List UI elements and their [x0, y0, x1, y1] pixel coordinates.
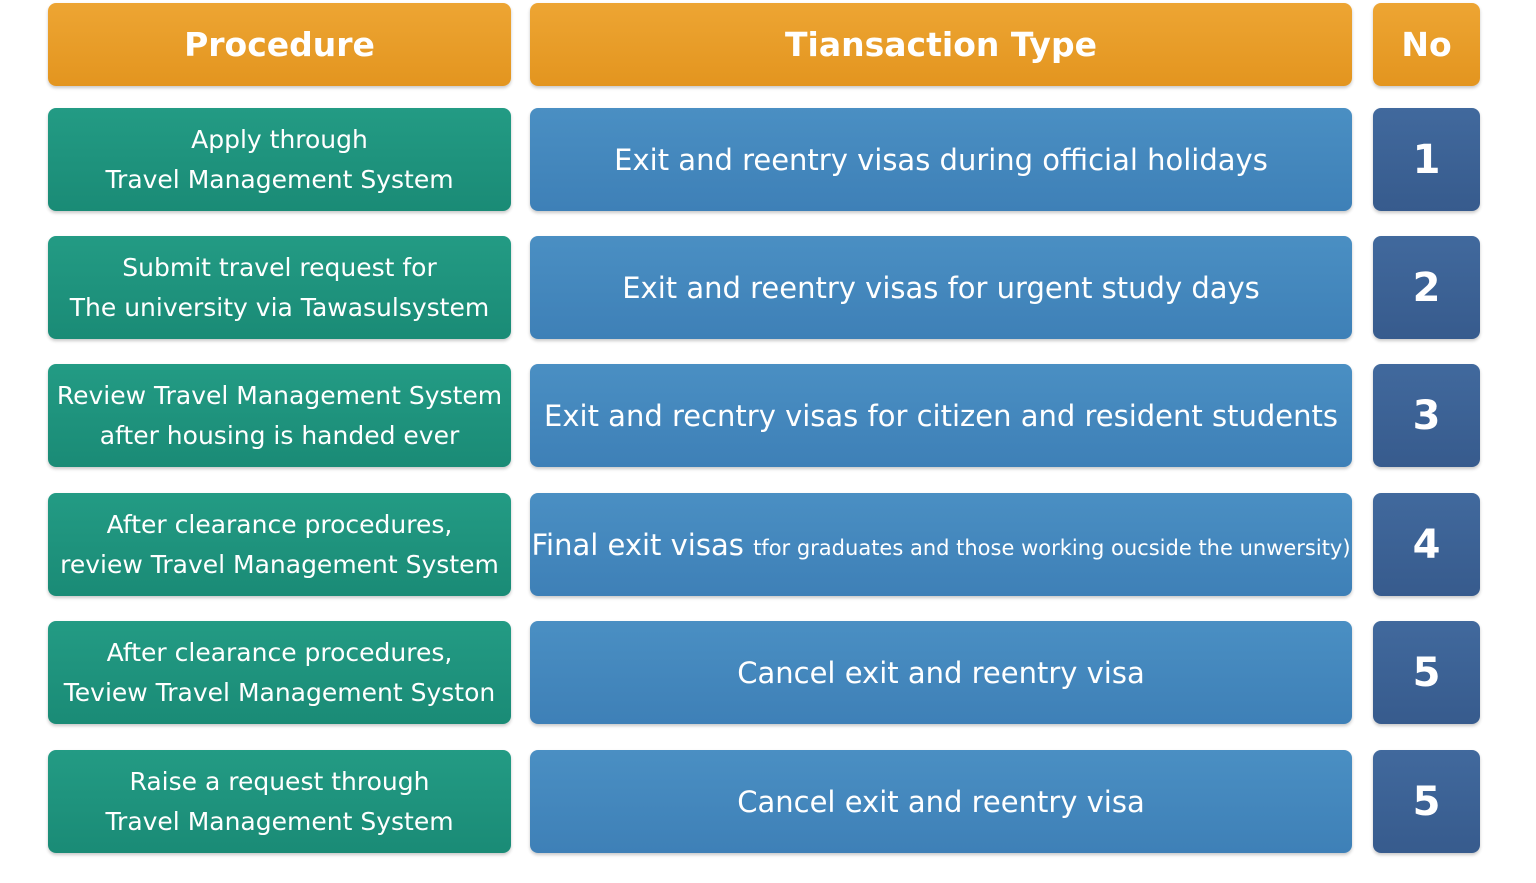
transaction-type-cell-4: Final exit visas tfor graduates and thos…: [530, 493, 1352, 596]
number-cell-2: 2: [1373, 236, 1480, 339]
number-cell-5: 5: [1373, 621, 1480, 724]
number-cell-6: 5: [1373, 750, 1480, 853]
procedure-cell-2: Submit travel request for The university…: [48, 236, 511, 339]
number-cell-1: 1: [1373, 108, 1480, 211]
number-cell-4: 4: [1373, 493, 1480, 596]
transaction-type-header-label: Tiansaction Type: [785, 25, 1097, 64]
procedure-cell-1: Apply through Travel Management System: [48, 108, 511, 211]
transaction-type-cell-3: Exit and recntry visas for citizen and r…: [530, 364, 1352, 467]
transaction-type-main: Final exit visas: [531, 527, 744, 562]
row-number: 2: [1412, 264, 1441, 311]
no-header-label: No: [1401, 25, 1452, 64]
procedure-line: After clearance procedures,: [106, 637, 453, 667]
row-number: 1: [1412, 136, 1441, 183]
transaction-type-text: Cancel exit and reentry visa: [737, 784, 1145, 819]
procedure-line: The university via Tawasulsystem: [69, 292, 490, 322]
procedure-header-label: Procedure: [184, 25, 375, 64]
row-number: 4: [1412, 521, 1441, 568]
procedure-header: Procedure: [48, 3, 511, 86]
row-number: 3: [1412, 392, 1441, 439]
no-header: No: [1373, 3, 1480, 86]
transaction-type-cell-1: Exit and reentry visas during official h…: [530, 108, 1352, 211]
row-number: 5: [1412, 649, 1441, 696]
procedure-line: Raise a request through: [129, 766, 430, 796]
procedure-cell-5: After clearance procedures, Teview Trave…: [48, 621, 511, 724]
transaction-type-text: Final exit visas tfor graduates and thos…: [531, 528, 1350, 562]
transaction-type-cell-5: Cancel exit and reentry visa: [530, 621, 1352, 724]
procedure-cell-4: After clearance procedures, review Trave…: [48, 493, 511, 596]
procedure-line: after housing is handed ever: [99, 420, 460, 450]
procedure-line: Review Travel Management System: [56, 380, 503, 410]
transaction-type-header: Tiansaction Type: [530, 3, 1352, 86]
transaction-type-text: Cancel exit and reentry visa: [737, 655, 1145, 690]
transaction-type-note: tfor graduates and those working oucside…: [753, 535, 1351, 560]
transaction-type-text: Exit and reentry visas for urgent study …: [622, 270, 1260, 305]
procedure-line: Submit travel request for: [122, 252, 437, 282]
row-number: 5: [1412, 778, 1441, 825]
procedure-line: Teview Travel Management Syston: [63, 677, 496, 707]
transaction-type-cell-6: Cancel exit and reentry visa: [530, 750, 1352, 853]
procedure-line: Travel Management System: [105, 806, 454, 836]
procedure-line: review Travel Management System: [60, 549, 499, 579]
procedure-cell-6: Raise a request through Travel Managemen…: [48, 750, 511, 853]
transaction-type-text: Exit and reentry visas during official h…: [614, 142, 1268, 177]
procedure-line: Travel Management System: [105, 164, 454, 194]
procedure-line: Apply through: [191, 124, 368, 154]
transaction-type-text: Exit and recntry visas for citizen and r…: [544, 398, 1338, 433]
procedure-line: After clearance procedures,: [106, 509, 453, 539]
procedure-cell-3: Review Travel Management System after ho…: [48, 364, 511, 467]
number-cell-3: 3: [1373, 364, 1480, 467]
transaction-type-cell-2: Exit and reentry visas for urgent study …: [530, 236, 1352, 339]
